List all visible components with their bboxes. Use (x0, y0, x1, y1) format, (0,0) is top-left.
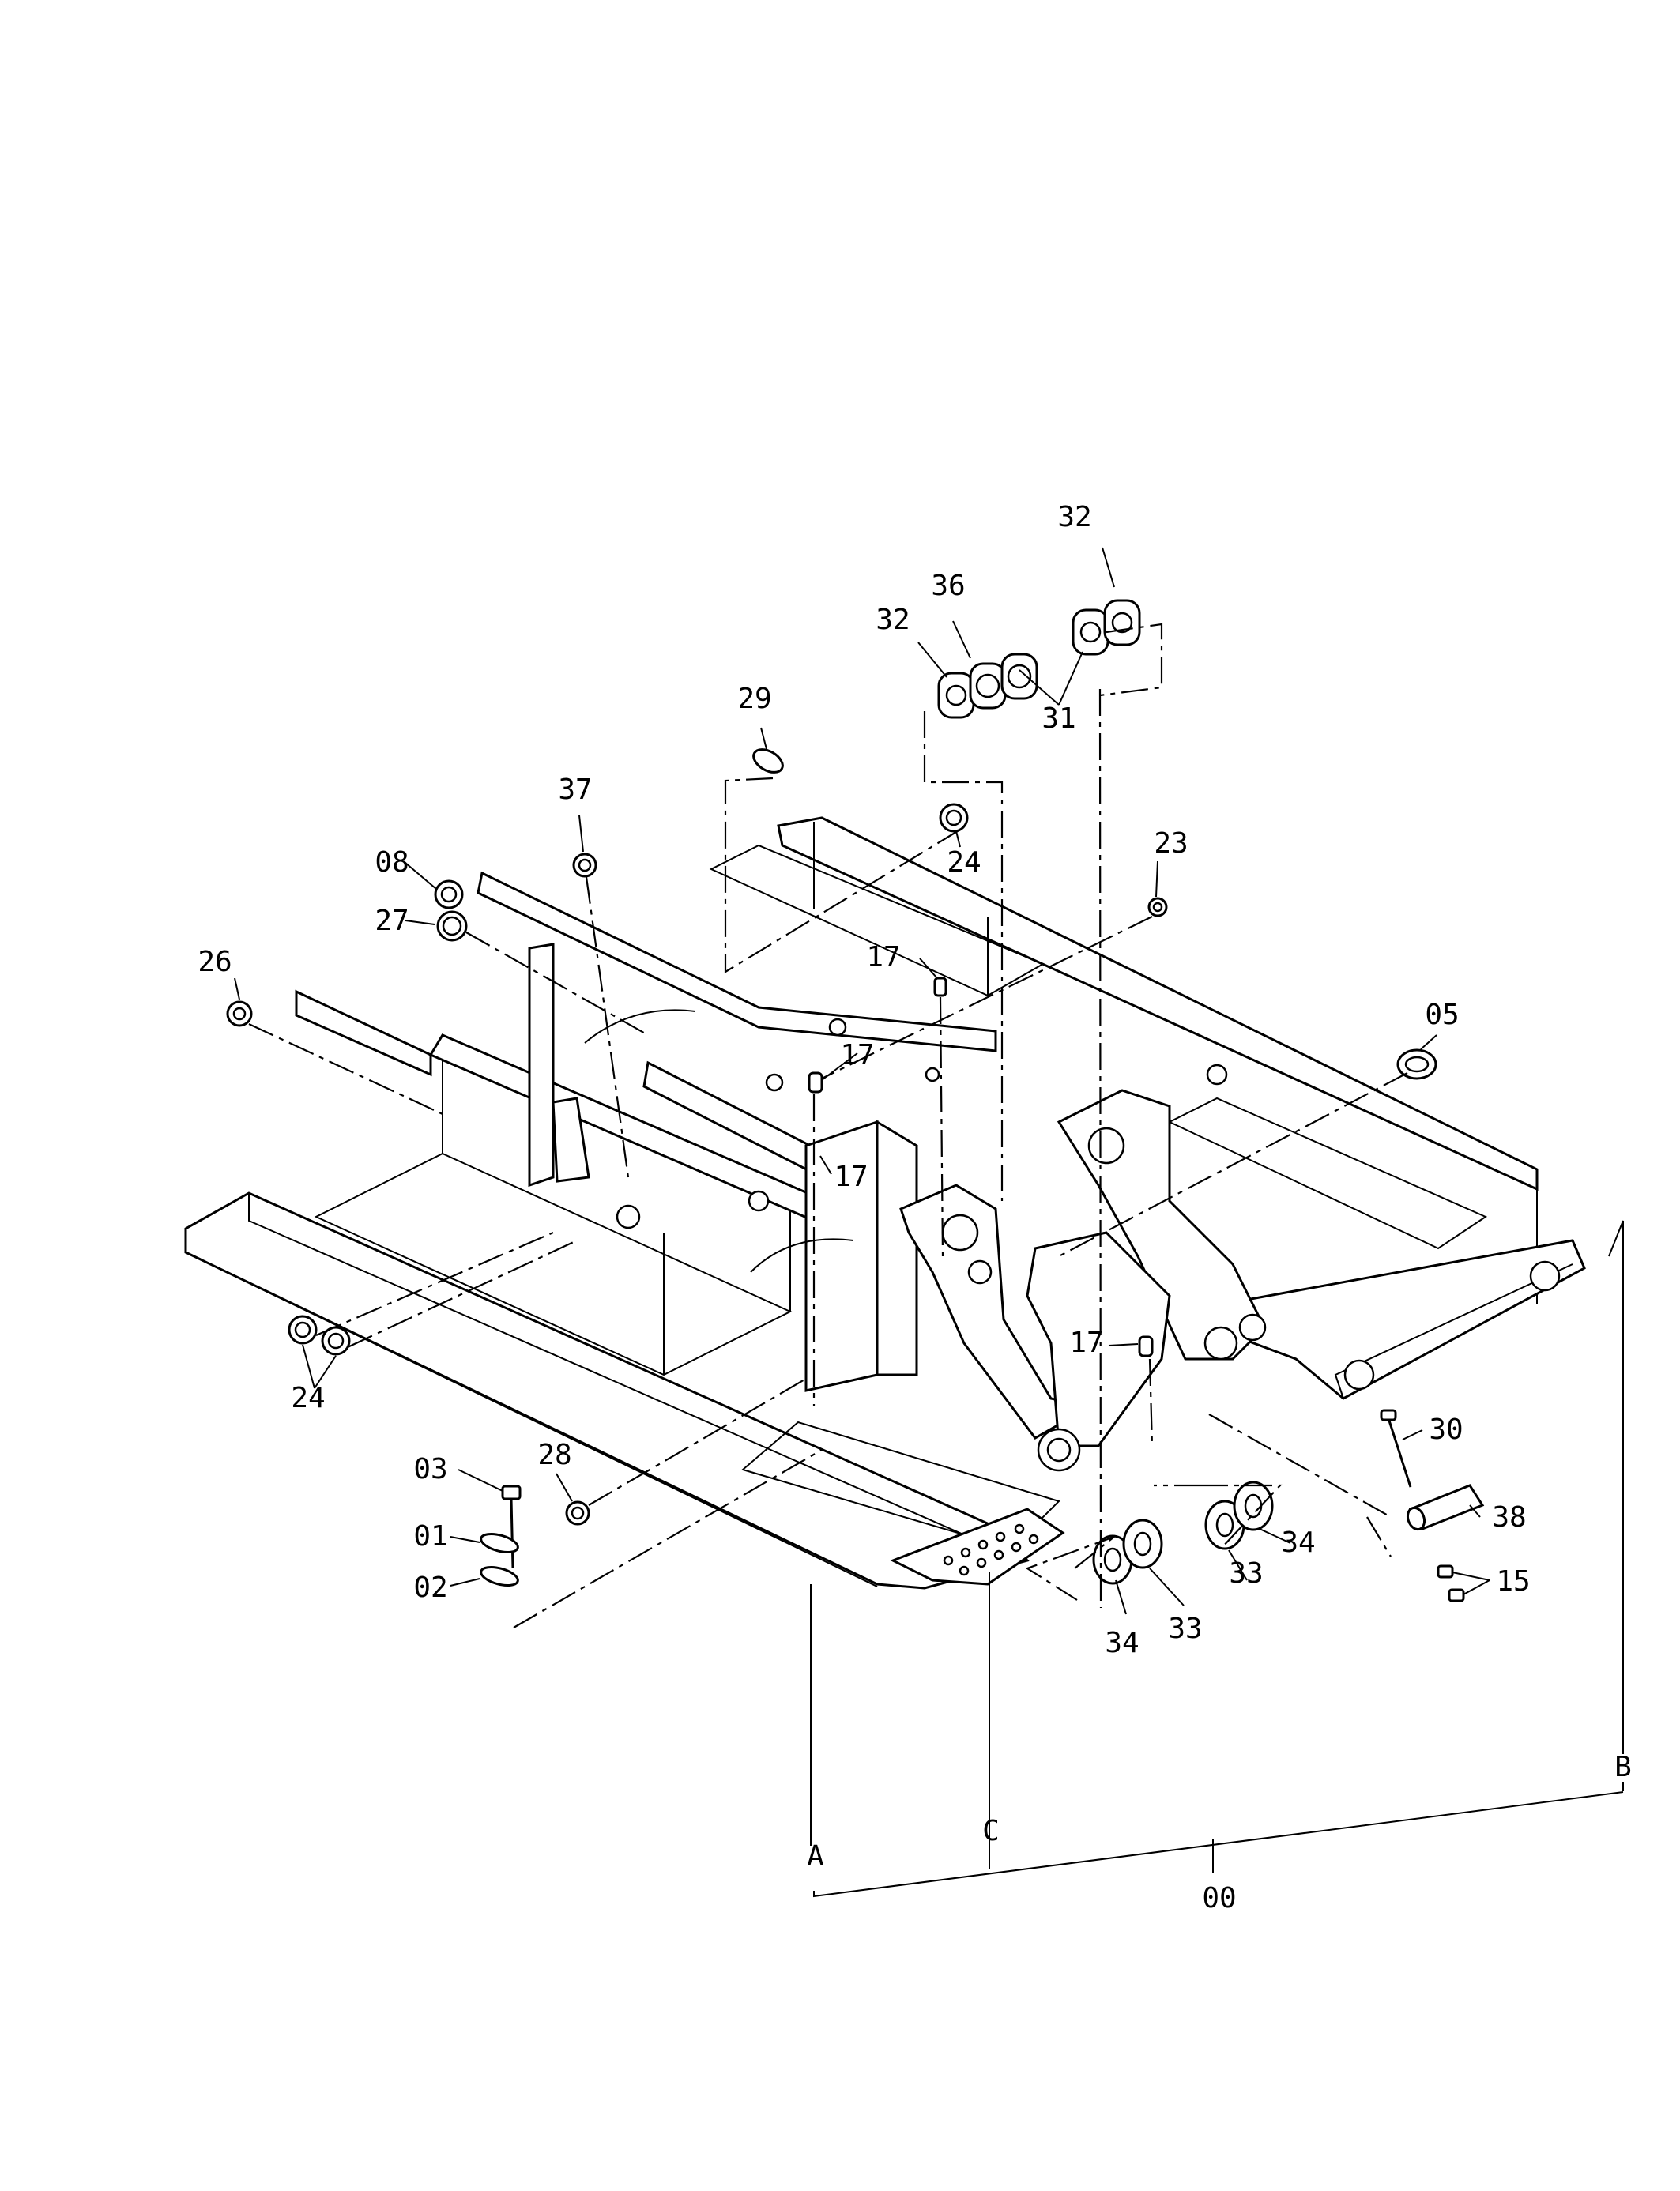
step-plate-holes (943, 1523, 1039, 1576)
callout-32-right: 32 (1057, 501, 1092, 533)
assembly-label-00: 00 (1202, 1882, 1237, 1914)
assembly-label-b: B (1614, 1751, 1632, 1783)
callout-26: 26 (198, 946, 232, 978)
callout-02: 02 (413, 1572, 448, 1604)
callout-17-lower: 17 (834, 1161, 868, 1193)
assembly-label-a: A (807, 1840, 824, 1873)
callout-38: 38 (1492, 1501, 1527, 1534)
callout-17-center: 17 (840, 1039, 875, 1071)
callout-37: 37 (558, 774, 593, 806)
callout-23: 23 (1154, 827, 1188, 860)
small-parts (226, 599, 1485, 1602)
callout-29: 29 (737, 683, 772, 715)
callout-08: 08 (375, 846, 409, 879)
callout-17-upper: 17 (866, 941, 901, 973)
callout-33-upper: 33 (1229, 1557, 1264, 1590)
callout-28: 28 (537, 1439, 572, 1471)
callout-24-top: 24 (947, 846, 981, 879)
callout-24-lower: 24 (291, 1382, 326, 1414)
callout-31: 31 (1042, 702, 1076, 735)
phantom-lines (248, 623, 1408, 1628)
callout-17-right: 17 (1069, 1327, 1104, 1359)
callout-34-lower: 34 (1105, 1627, 1139, 1659)
leader-lines (234, 547, 1490, 1615)
callout-30: 30 (1429, 1414, 1463, 1446)
callout-36: 36 (931, 570, 966, 602)
callout-05: 05 (1425, 999, 1460, 1031)
assembly-label-c: C (982, 1815, 1000, 1847)
callout-32-left: 32 (876, 604, 910, 636)
callout-34-upper: 34 (1281, 1527, 1316, 1559)
callout-03: 03 (413, 1453, 448, 1485)
callout-33-lower: 33 (1168, 1613, 1203, 1645)
callout-01: 01 (413, 1520, 448, 1553)
main-frame (184, 816, 1586, 1590)
assembly-bracket (810, 1220, 1624, 1898)
callout-15: 15 (1496, 1565, 1531, 1598)
callout-27: 27 (375, 905, 409, 937)
